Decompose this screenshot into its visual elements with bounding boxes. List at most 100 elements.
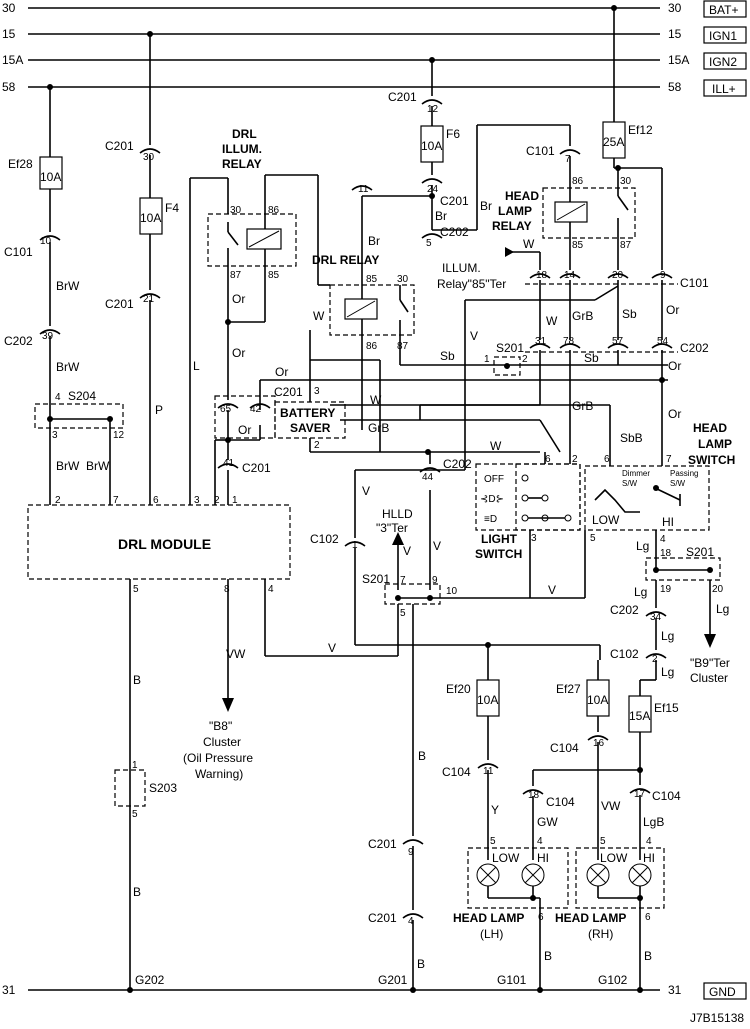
c202-label-d: C202 — [610, 603, 639, 617]
illum-ref-l2: Relay"85"Ter — [437, 277, 506, 291]
splice-s204: S204 — [68, 389, 96, 403]
head-lamp-switch-l2: LAMP — [698, 437, 732, 451]
wire-v-5: V — [328, 641, 336, 655]
svg-text:39: 39 — [42, 331, 54, 342]
svg-text:9: 9 — [660, 270, 666, 281]
wire-v-2: V — [548, 583, 556, 597]
svg-text:2: 2 — [652, 654, 658, 665]
svg-text:87: 87 — [397, 341, 409, 352]
head-lamp-switch: HEAD LAMP SWITCH 6 7 Dimmer S/W Passing … — [584, 421, 735, 598]
svg-text:6: 6 — [645, 912, 651, 923]
svg-text:3: 3 — [531, 533, 537, 544]
lh-hi: HI — [537, 851, 549, 865]
rail-label-ill: ILL+ — [712, 82, 736, 96]
b8-ref-l4: Warning) — [195, 767, 243, 781]
grounds: G201 G101 G102 — [378, 973, 643, 993]
wire-y: Y — [491, 803, 499, 817]
c102-label-b: C102 — [310, 532, 339, 546]
wire-w-2: W — [523, 237, 535, 251]
wire-w-1: W — [313, 309, 325, 323]
b9-ref-l1: "B9"Ter — [690, 656, 730, 670]
branch-f4: 30 C201 F4 10A 21 C201 P — [105, 34, 179, 505]
wire-v-4: V — [433, 539, 441, 553]
c201-label-g: C201 — [368, 837, 397, 851]
b9-ref-l2: Cluster — [690, 671, 728, 685]
light-switch: OFF ⊰D⊱ ≡D 6 2 3 LIGHT SWITCH — [475, 452, 581, 598]
fuse-ef20-name: Ef20 — [446, 682, 471, 696]
v-wire-drl4: V 1 C102 V B — [264, 469, 601, 836]
svg-text:1: 1 — [352, 540, 358, 551]
svg-text:1: 1 — [132, 760, 138, 771]
rh-low: LOW — [600, 851, 628, 865]
svg-text:5: 5 — [600, 836, 606, 847]
c101-label-b: C101 — [526, 144, 555, 158]
hlld-ref-l1: HLLD — [382, 507, 413, 521]
b8-ref-l3: (Oil Pressure — [183, 751, 253, 765]
drl-relay-label-l1: DRL RELAY — [312, 253, 379, 267]
b8-cluster-output: VW "B8" Cluster (Oil Pressure Warning) — [183, 579, 253, 781]
light-switch-l2: SWITCH — [475, 547, 522, 561]
wire-or-3: Or — [238, 423, 251, 437]
dimmer-sw-l2: S/W — [622, 479, 638, 488]
head-lamp-lh-l2: (LH) — [480, 927, 503, 941]
splice-s203: S203 — [149, 781, 177, 795]
c104-label-b: C104 — [550, 741, 579, 755]
svg-text:18: 18 — [528, 790, 540, 801]
rh-hi: HI — [643, 851, 655, 865]
fuse-ef28-rating: 10A — [40, 170, 61, 184]
c202-label-e: C202 — [443, 457, 472, 471]
wire-v-6: V — [362, 484, 370, 498]
c101-row: 18 14 20 9 C101 W GrB Sb Or V — [464, 270, 709, 470]
svg-text:85: 85 — [268, 270, 280, 281]
wire-or-2: Or — [232, 346, 245, 360]
c201-label-a: C201 — [105, 139, 134, 153]
svg-text:85: 85 — [366, 274, 378, 285]
drl-relay: DRL RELAY 85 30 86 87 Br W Sb — [309, 196, 668, 430]
rail-15a-right: 15A — [668, 53, 689, 67]
wire-lg-5: Lg — [661, 665, 674, 679]
rail-label-gnd: GND — [709, 985, 736, 999]
wire-or-5: Or — [666, 303, 679, 317]
svg-text:4: 4 — [55, 392, 61, 403]
splice-s201-b: S201 — [686, 545, 714, 559]
svg-text:4: 4 — [408, 916, 414, 927]
svg-text:18: 18 — [536, 270, 548, 281]
svg-text:2: 2 — [55, 495, 61, 506]
wire-w-4: W — [370, 393, 382, 407]
wire-lgb: LgB — [643, 815, 664, 829]
svg-text:42: 42 — [250, 404, 262, 415]
wire-brw-2: BrW — [56, 360, 80, 374]
svg-text:30: 30 — [230, 205, 242, 216]
wire-sbb: SbB — [620, 431, 643, 445]
c104-label-d: C104 — [652, 789, 681, 803]
fuse-f4-name: F4 — [165, 201, 179, 215]
rail-label-ign1: IGN1 — [709, 29, 737, 43]
svg-text:10: 10 — [40, 236, 52, 247]
rail-15-right: 15 — [668, 27, 682, 41]
head-lamp-switch-l1: HEAD — [693, 421, 727, 435]
fuse-f4-rating: 10A — [140, 211, 161, 225]
svg-text:2: 2 — [572, 454, 578, 465]
svg-text:12: 12 — [113, 430, 125, 441]
ground-g102: G102 — [598, 973, 628, 987]
hlld-ref-l2: "3"Ter — [376, 521, 408, 535]
svg-text:30: 30 — [143, 152, 155, 163]
svg-text:10: 10 — [446, 586, 458, 597]
fuse-ef15-name: Ef15 — [654, 701, 679, 715]
s201-lower: V S201 7 9 10 5 HLLD "3"Ter V V 44 C202 — [362, 452, 585, 656]
svg-text:4: 4 — [268, 584, 274, 595]
wire-lg-1: Lg — [636, 539, 649, 553]
rail-31-left: 31 — [2, 983, 16, 997]
svg-text:2: 2 — [314, 440, 320, 451]
c101-label-c: C101 — [680, 276, 709, 290]
s201-upper: S201 1 2 — [484, 341, 528, 376]
branch-f6: C201 12 F6 10A 24 C201 Br 5 C202 11 Br — [351, 60, 571, 249]
c201-label-f: C201 — [440, 194, 469, 208]
svg-text:3: 3 — [314, 386, 320, 397]
passing-sw-l1: Passing — [670, 469, 698, 478]
wire-l: L — [193, 359, 200, 373]
svg-text:7: 7 — [400, 575, 406, 586]
svg-text:7: 7 — [113, 495, 119, 506]
rail-30-left: 30 — [2, 1, 16, 15]
branch-ef20-ef27: Ef20 10A 11 C104 Y Ef27 10A 16 C104 VW 1… — [442, 642, 681, 860]
